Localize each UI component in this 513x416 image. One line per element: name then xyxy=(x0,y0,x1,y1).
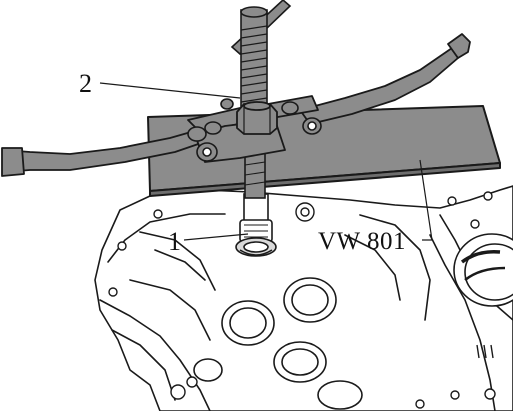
callout-label-2: 2 xyxy=(79,69,92,98)
leader-line-vw801 xyxy=(419,159,433,241)
hex-nut xyxy=(236,101,278,135)
bearing-bores xyxy=(193,277,363,410)
leader-lines xyxy=(99,82,433,241)
threaded-spindle xyxy=(230,0,292,199)
casting-marks xyxy=(476,344,494,359)
right-bearing-bore xyxy=(453,233,513,307)
shaft-bearing xyxy=(235,193,277,257)
crossbar-pins xyxy=(187,98,322,162)
callout-label-tool: VW 801 xyxy=(318,228,406,255)
callout-label-1: 1 xyxy=(168,227,181,256)
housing-bolts xyxy=(108,191,496,409)
leader-line-2 xyxy=(99,82,241,99)
leader-line-1 xyxy=(183,233,249,241)
